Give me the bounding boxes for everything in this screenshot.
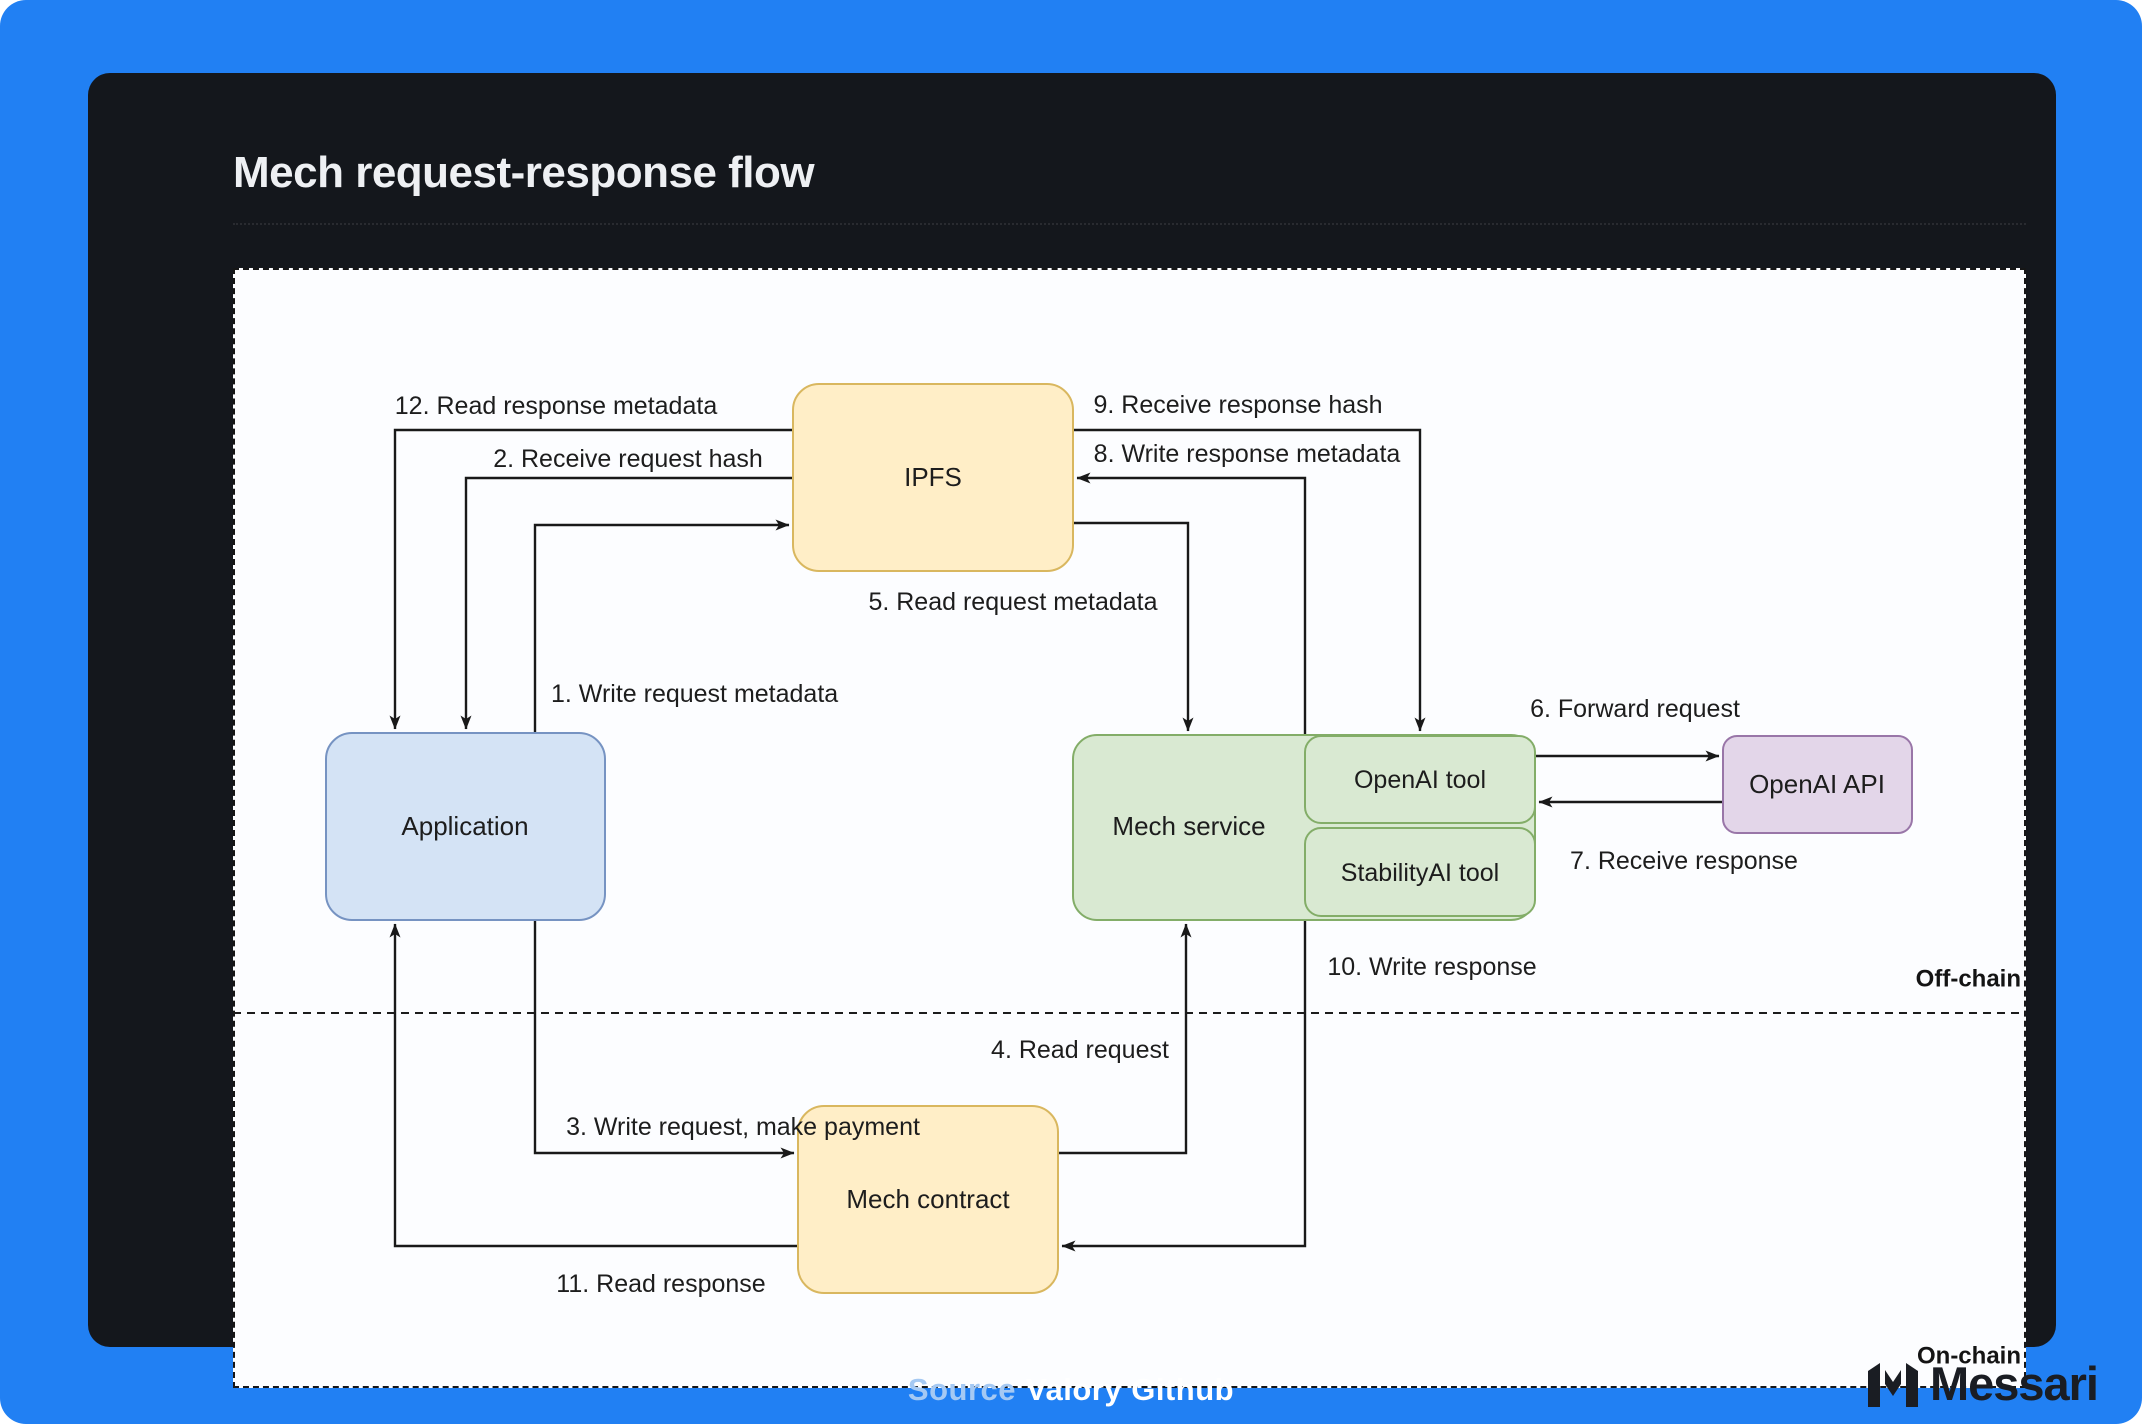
messari-logo-icon: [1867, 1362, 1918, 1407]
source-name-label: Valory Github: [1026, 1372, 1235, 1407]
edge-3-write-request-make-payment: [533, 920, 795, 1159]
node-mech-contract-label: Mech contract: [846, 1184, 1010, 1214]
edge-label-10: 10. Write response: [1327, 953, 1536, 981]
edge-11-read-response: [389, 923, 798, 1248]
edge-4-read-request: [1058, 923, 1192, 1155]
node-openai-api: OpenAI API: [1722, 735, 1913, 834]
edge-2-receive-request-hash: [460, 476, 793, 730]
source-prefix-label: Source: [907, 1372, 1017, 1407]
edge-label-7: 7. Receive response: [1570, 847, 1798, 875]
edge-5-read-request-metadata: [1073, 521, 1194, 732]
node-mech-contract: Mech contract: [797, 1105, 1059, 1294]
node-ipfs: IPFS: [792, 383, 1074, 572]
edge-label-2: 2. Receive request hash: [493, 445, 763, 473]
node-application-label: Application: [401, 811, 528, 841]
node-openai-tool-label: OpenAI tool: [1354, 766, 1486, 794]
region-label-offchain: Off-chain: [1916, 965, 2021, 992]
edge-label-1: 1. Write request metadata: [551, 680, 838, 708]
edge-label-6: 6. Forward request: [1530, 695, 1740, 723]
edge-label-5: 5. Read request metadata: [868, 588, 1157, 616]
edge-label-4: 4. Read request: [991, 1036, 1169, 1064]
edge-8-write-response-metadata: [1076, 472, 1307, 735]
flow-diagram: Application IPFS Mech service OpenAI too…: [233, 383, 2026, 1369]
messari-wordmark: Messari: [1929, 1357, 2099, 1410]
edge-label-3: 3. Write request, make payment: [566, 1113, 920, 1141]
edge-9-receive-response-hash: [1073, 428, 1426, 732]
edge-10-write-response: [1061, 920, 1307, 1252]
messari-brand: Messari: [1867, 1356, 2099, 1411]
edge-label-8: 8. Write response metadata: [1094, 440, 1401, 468]
title-divider: [233, 223, 2026, 225]
edge-12-read-response-metadata: [389, 428, 793, 730]
node-openai-api-label: OpenAI API: [1749, 769, 1885, 799]
edge-label-12: 12. Read response metadata: [395, 392, 718, 420]
node-mech-service-label: Mech service: [1112, 811, 1265, 841]
region-label-onchain: On-chain: [1917, 1342, 2021, 1369]
node-stabilityai-tool: StabilityAI tool: [1304, 827, 1536, 917]
node-application: Application: [325, 732, 606, 921]
edge-label-9: 9. Receive response hash: [1093, 391, 1382, 419]
node-ipfs-label: IPFS: [904, 462, 962, 492]
source-attribution: Source Valory Github: [0, 1372, 2142, 1408]
node-stabilityai-tool-label: StabilityAI tool: [1341, 859, 1499, 887]
diagram-card: Mech request-response flow: [88, 73, 2056, 1388]
diagram-panel: Application IPFS Mech service OpenAI too…: [233, 268, 2026, 1388]
edge-label-11: 11. Read response: [556, 1270, 765, 1298]
page-title: Mech request-response flow: [233, 148, 815, 197]
edge-1-write-request-metadata: [533, 519, 790, 733]
node-openai-tool: OpenAI tool: [1304, 735, 1536, 824]
